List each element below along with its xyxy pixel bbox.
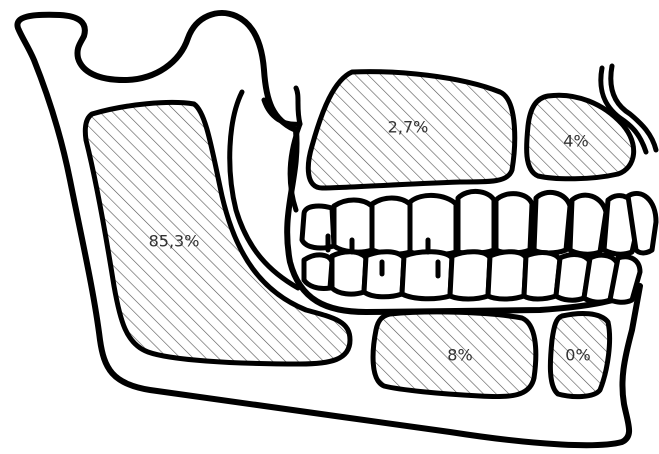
lower-tooth — [402, 252, 452, 299]
upper-tooth — [496, 194, 532, 253]
upper-tooth — [570, 195, 606, 254]
upper-tooth — [458, 191, 494, 253]
lower-tooth — [488, 252, 526, 299]
label-mandible-body-anterior: 0% — [565, 346, 590, 365]
label-maxilla-posterior: 2,7% — [388, 118, 429, 137]
upper-tooth — [410, 195, 456, 255]
lower-tooth — [610, 257, 640, 303]
label-mandible-body-posterior: 8% — [447, 346, 472, 365]
label-maxilla-anterior: 4% — [563, 132, 588, 151]
lower-tooth — [450, 252, 490, 299]
upper-tooth — [372, 198, 410, 254]
label-ramus-angle: 85,3% — [149, 232, 200, 251]
upper-teeth — [302, 191, 656, 255]
lower-tooth — [332, 252, 366, 294]
upper-tooth — [534, 192, 570, 253]
lower-tooth — [304, 255, 332, 289]
lower-teeth — [304, 252, 640, 303]
